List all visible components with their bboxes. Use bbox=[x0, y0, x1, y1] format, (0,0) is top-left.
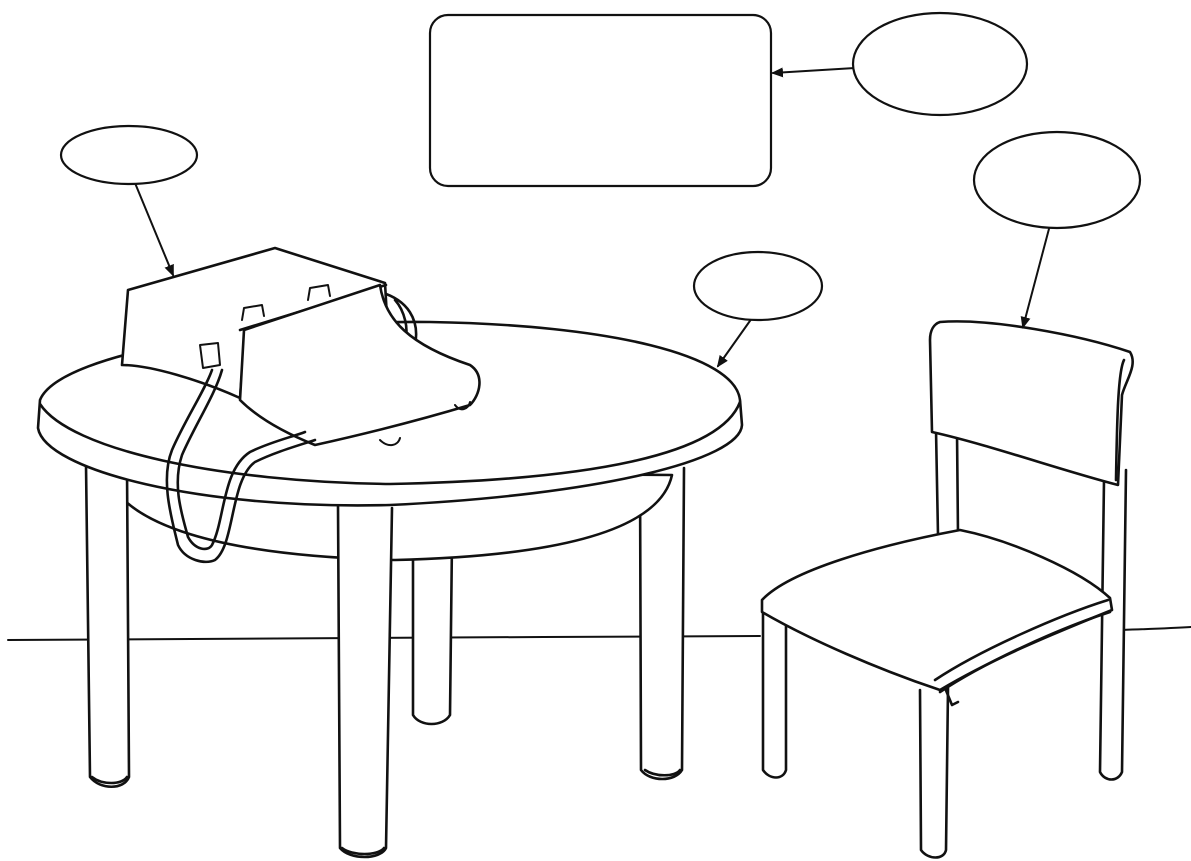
chair-label-bubble[interactable] bbox=[972, 130, 1142, 230]
chair-arrow bbox=[1020, 224, 1051, 329]
chair-leg-left bbox=[761, 608, 788, 779]
table-label-bubble[interactable] bbox=[692, 250, 824, 322]
chair-leg-right bbox=[918, 686, 950, 859]
chair-back-post-left bbox=[934, 428, 960, 537]
bag-arrow bbox=[134, 182, 174, 277]
table-back-leg-right bbox=[638, 466, 686, 781]
title-answer-box[interactable] bbox=[428, 13, 773, 188]
table-arrow bbox=[716, 317, 753, 368]
chair-backrest bbox=[928, 320, 1134, 487]
bag-flap bbox=[238, 283, 481, 447]
pointer-arrows bbox=[134, 67, 1051, 368]
title-arrow bbox=[771, 67, 856, 78]
table-back-leg-left bbox=[411, 538, 454, 726]
label-fields bbox=[59, 11, 1142, 322]
bag-drawing bbox=[120, 246, 481, 564]
chair-seat bbox=[760, 528, 1114, 692]
bag-strap bbox=[165, 368, 317, 564]
table-front-leg-center bbox=[336, 503, 394, 859]
title-label-bubble[interactable] bbox=[851, 11, 1029, 117]
chair-drawing bbox=[760, 320, 1134, 859]
bag-label-bubble[interactable] bbox=[59, 124, 199, 186]
chair-back-post-right bbox=[1098, 468, 1128, 781]
table-front-leg-left bbox=[84, 463, 131, 789]
